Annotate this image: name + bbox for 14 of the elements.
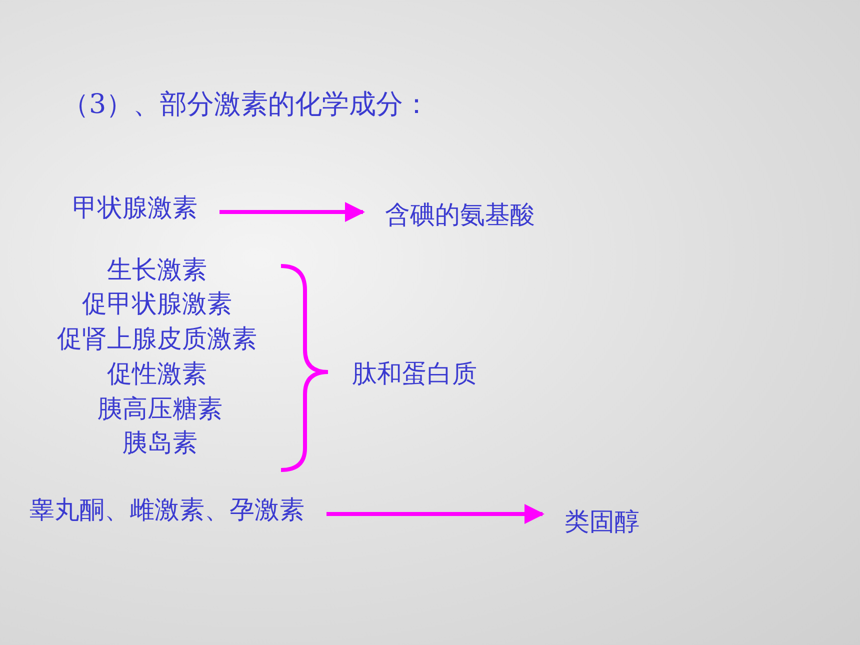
hormone-label: 胰高压糖素 (98, 394, 222, 424)
arrow (220, 202, 365, 222)
hormone-label: 睾丸酮、雌激素、孕激素 (30, 495, 304, 525)
title: （3）、部分激素的化学成分： (62, 88, 430, 122)
hormone-label: 胰岛素 (122, 428, 198, 458)
hormone-label: 含碘的氨基酸 (385, 200, 535, 230)
hormone-label: 促肾上腺皮质激素 (57, 324, 257, 354)
hormone-label: 促甲状腺激素 (82, 289, 232, 319)
hormone-label: 肽和蛋白质 (352, 359, 477, 389)
hormone-label: 生长激素 (107, 255, 207, 285)
hormone-label: 类固醇 (564, 507, 640, 537)
arrow (326, 504, 544, 524)
hormone-label: 促性激素 (107, 359, 207, 389)
hormone-label: 甲状腺激素 (72, 193, 198, 223)
